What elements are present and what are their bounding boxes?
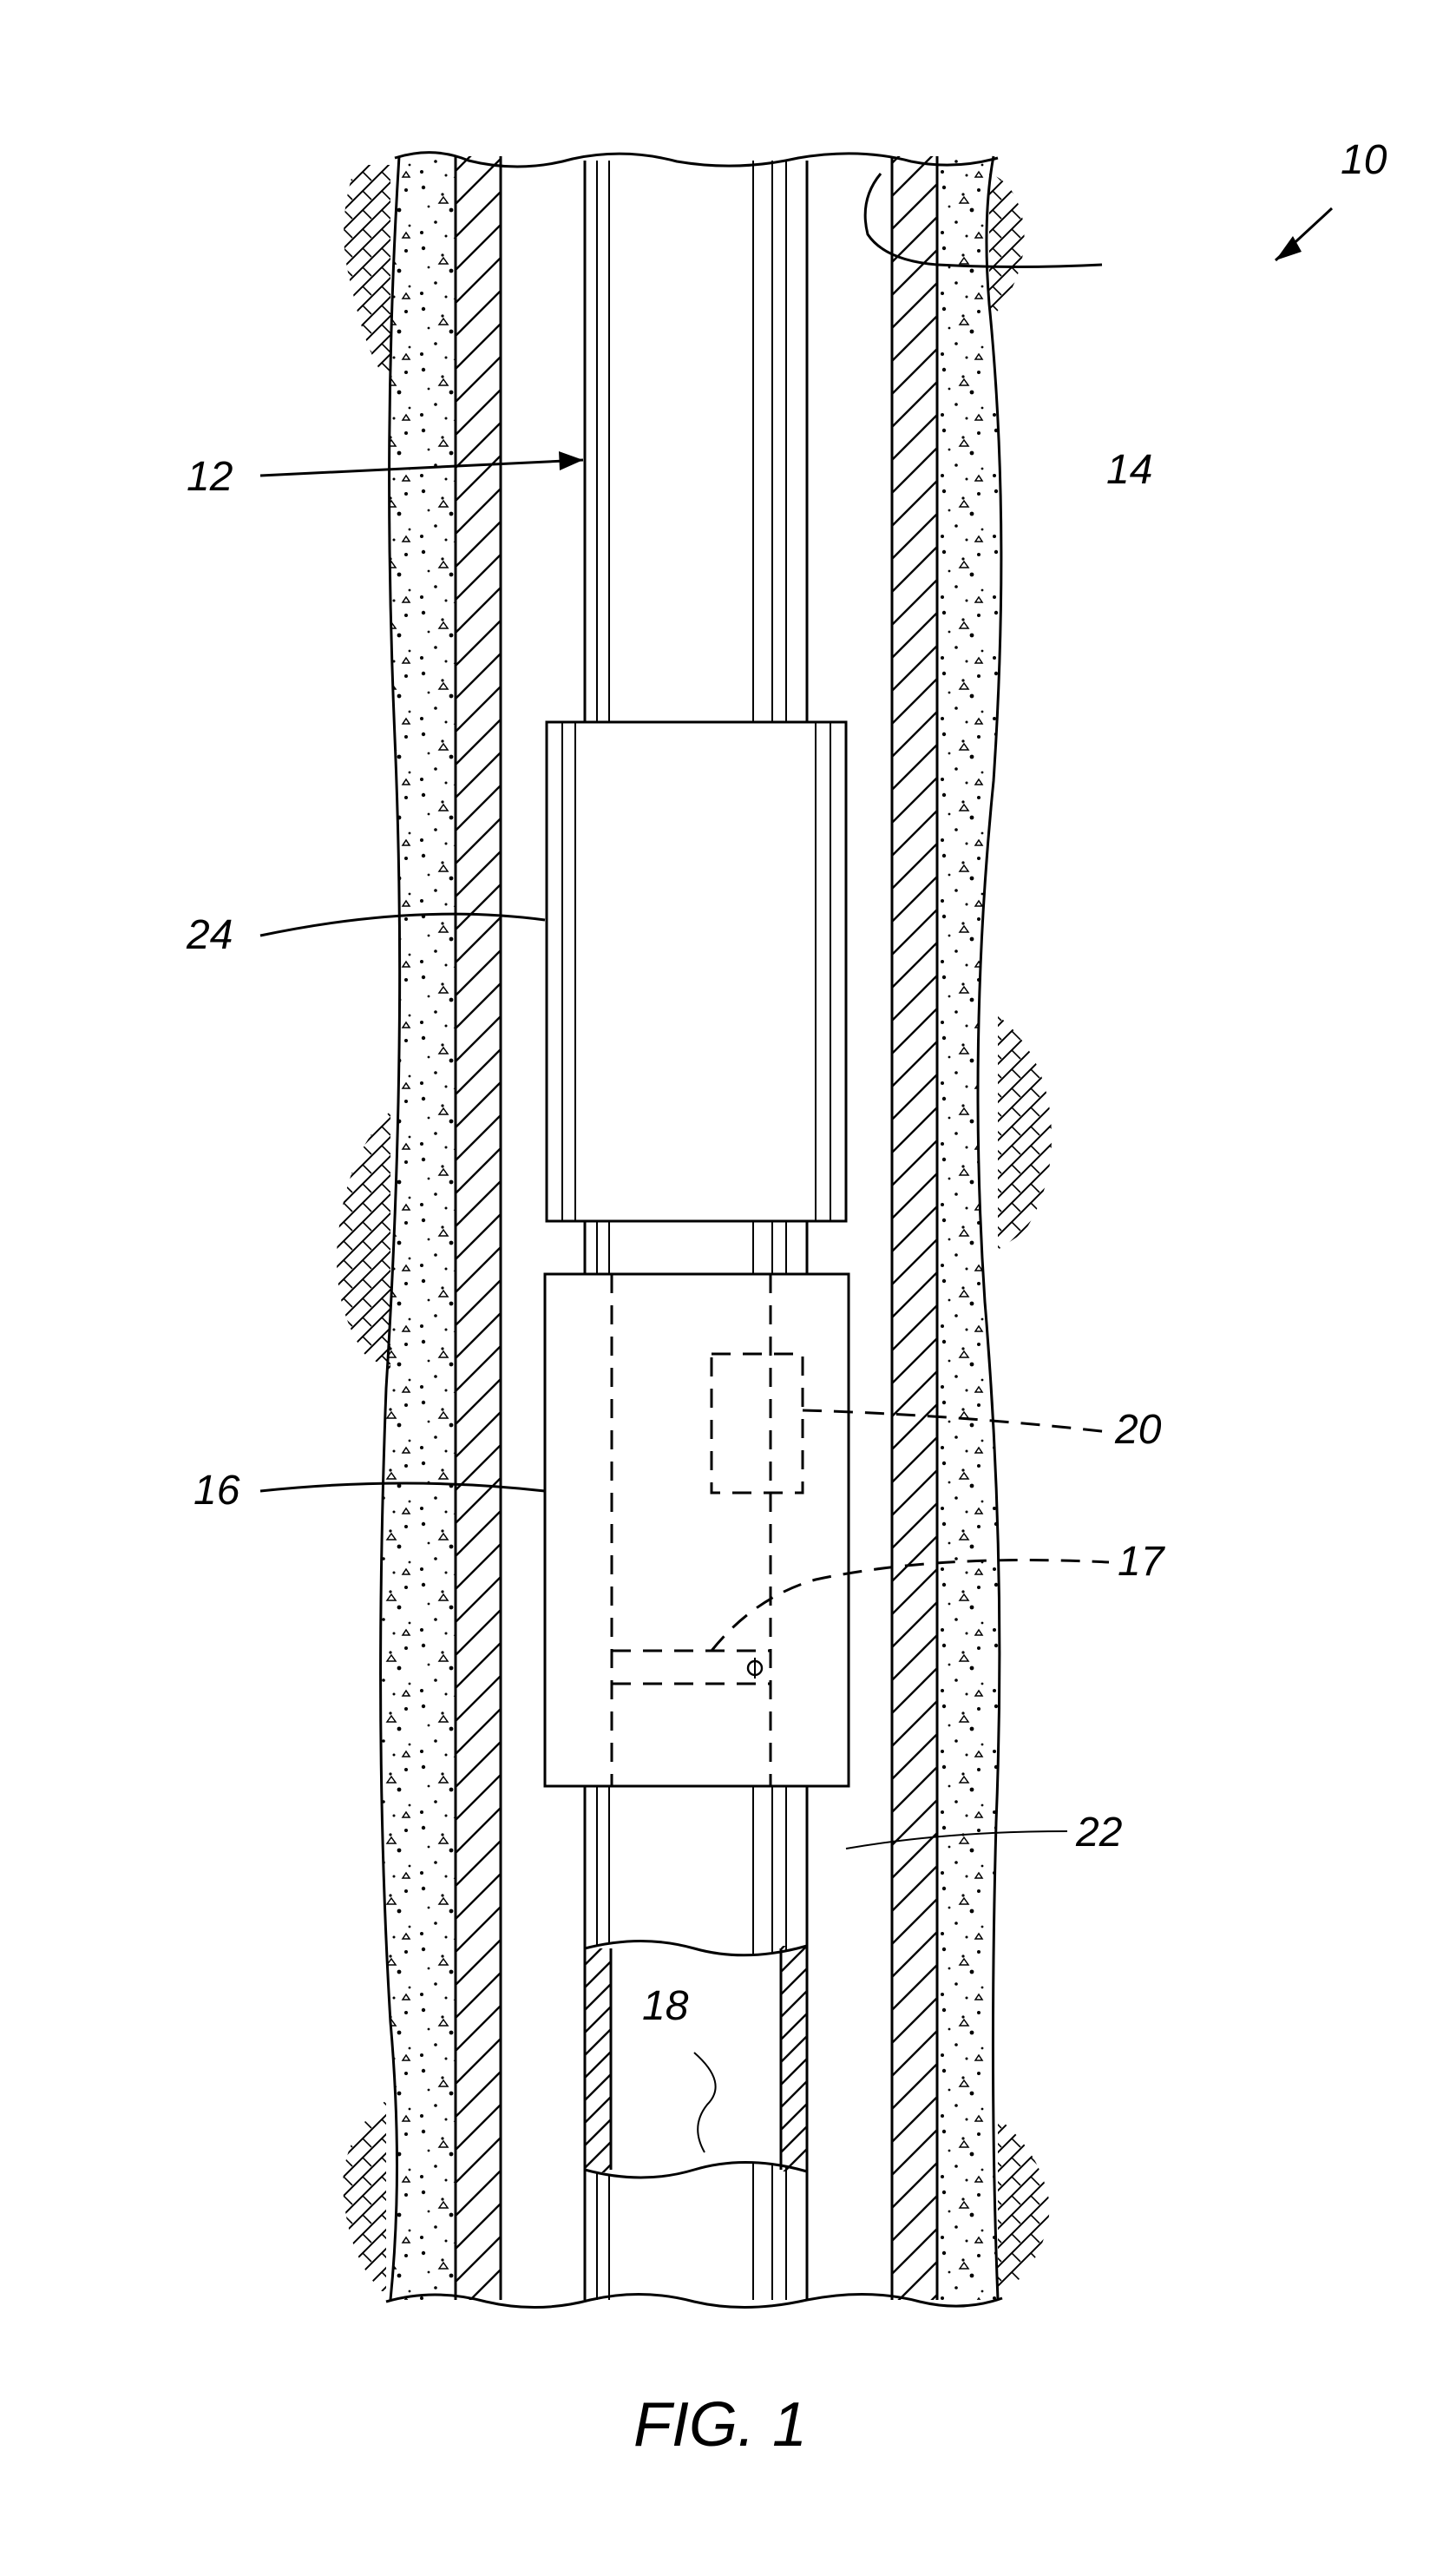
formation-left-mid [337, 1111, 390, 1371]
downhole-tool-16 [545, 1274, 849, 1786]
label-10: 10 [1341, 137, 1387, 183]
formation-right-mid [998, 1015, 1052, 1250]
label-22: 22 [1075, 1810, 1122, 1856]
component-24 [547, 722, 846, 1221]
label-16: 16 [193, 1468, 240, 1514]
cement-right [937, 156, 1001, 2300]
cement-left [381, 156, 456, 2300]
label-24: 24 [186, 912, 233, 958]
label-14: 14 [1106, 447, 1152, 493]
label-20: 20 [1114, 1407, 1162, 1453]
cutaway-section-18 [585, 1941, 807, 2178]
casing-wall-right [892, 156, 937, 2300]
label-18: 18 [642, 1983, 689, 2029]
formation-right-top [989, 174, 1025, 321]
formation-right-bottom [998, 2118, 1050, 2291]
label-17: 17 [1118, 1539, 1166, 1585]
casing-wall-left [456, 156, 501, 2300]
formation-left-top [344, 165, 390, 373]
formation-left-bottom [343, 2100, 386, 2291]
label-12: 12 [187, 454, 233, 500]
figure-caption: FIG. 1 [633, 2390, 807, 2460]
